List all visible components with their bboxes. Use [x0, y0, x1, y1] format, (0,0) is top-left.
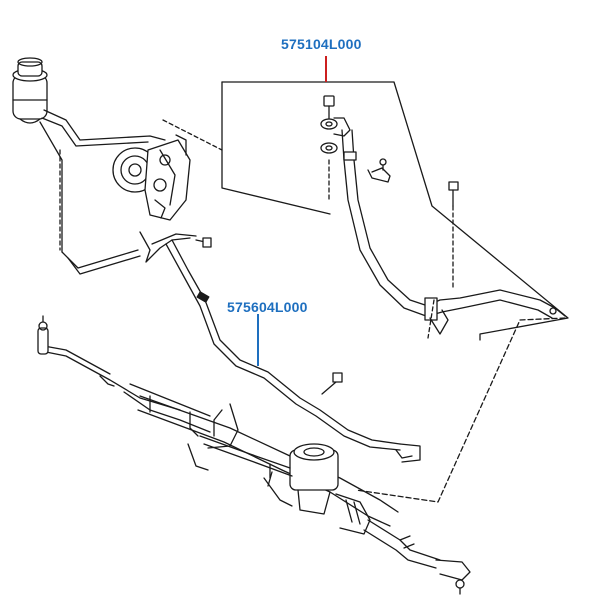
tie-rod-end-right [435, 559, 471, 595]
bolt-2 [321, 372, 343, 395]
power-steering-pump [112, 134, 191, 221]
tie-rod-end-left [37, 315, 49, 355]
reservoir-tank [12, 57, 48, 124]
steering-rack [37, 315, 471, 595]
reservoir-hoses [39, 109, 166, 275]
hose-assembly-box [221, 81, 569, 341]
pipe-bracket [139, 231, 212, 263]
pressure-hose-575104 [341, 129, 566, 339]
part-number-575104[interactable]: 575104L000 [281, 36, 362, 52]
valve-body [289, 443, 339, 515]
bolt-1 [195, 237, 212, 248]
banjo-bolt-stack [320, 95, 351, 201]
bolt-3 [448, 181, 459, 291]
part-number-575604[interactable]: 575604L000 [227, 299, 308, 315]
hose-clip [367, 158, 391, 183]
pressure-pipe-575604 [165, 239, 421, 463]
